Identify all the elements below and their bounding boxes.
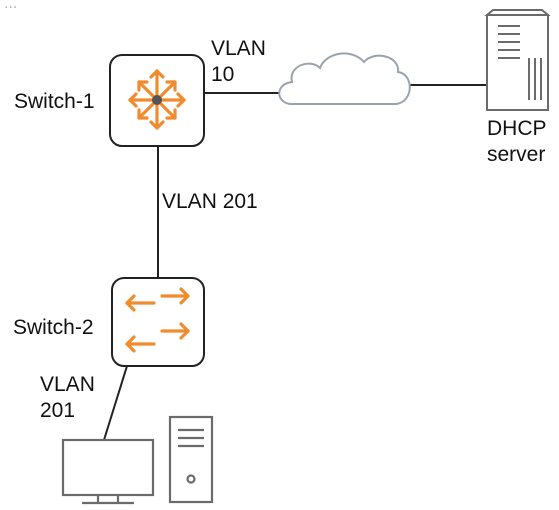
link-switch2-client xyxy=(103,365,128,441)
top-caption-fragment: ... xyxy=(4,0,17,12)
vlan201-access-label-line2: 201 xyxy=(40,399,75,422)
vlan10-label-line1: VLAN xyxy=(211,37,266,60)
cloud-icon xyxy=(278,52,411,105)
dhcp-server-node[interactable] xyxy=(484,9,551,111)
dhcp-label-line2: server xyxy=(487,143,545,166)
switch2-label: Switch-2 xyxy=(13,316,94,339)
desktop-computer-icon xyxy=(61,415,214,505)
vlan201-trunk-label: VLAN 201 xyxy=(162,190,258,213)
router-hub-dot xyxy=(152,95,162,105)
switch-arrows-icon xyxy=(125,287,190,353)
client-node[interactable] xyxy=(61,415,214,505)
switch2-box xyxy=(111,277,205,367)
router-arrows-icon xyxy=(128,69,186,130)
switch1-node[interactable] xyxy=(109,54,205,147)
switch1-label: Switch-1 xyxy=(14,90,95,113)
server-icon xyxy=(484,9,551,111)
links xyxy=(103,84,487,441)
vlan201-access-label-line1: VLAN xyxy=(40,373,95,396)
dhcp-label-line1: DHCP xyxy=(487,117,547,140)
vlan10-label-line2: 10 xyxy=(211,63,234,86)
switch2-node[interactable] xyxy=(111,277,205,367)
